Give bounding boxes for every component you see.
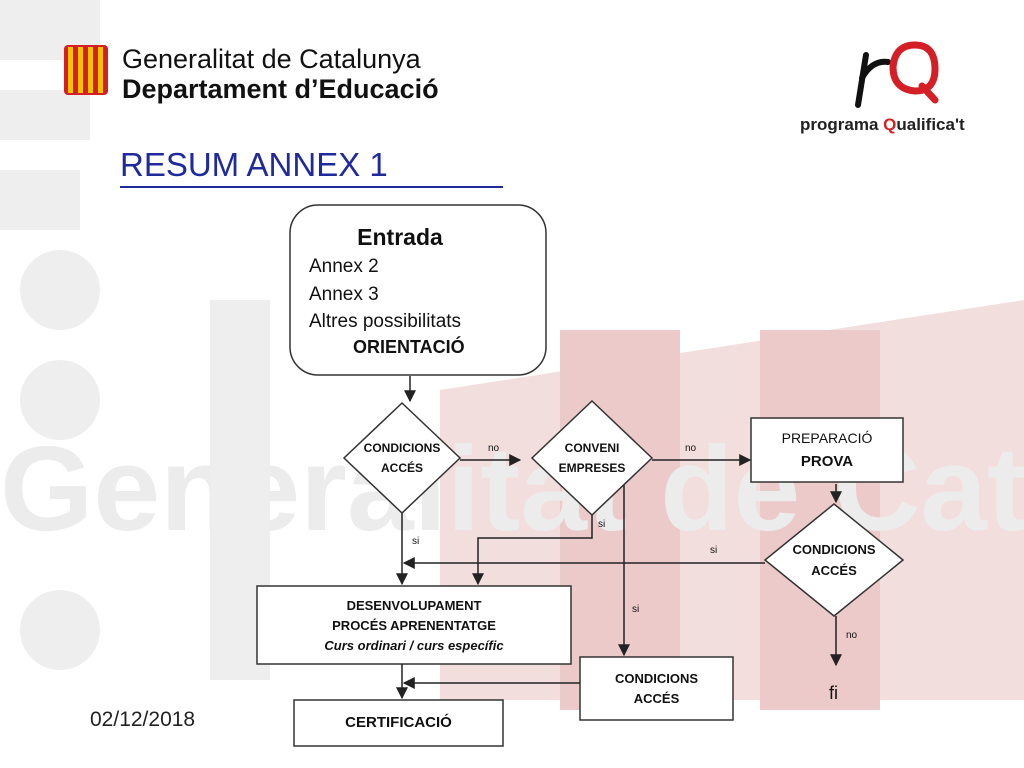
conveni-empreses-diamond xyxy=(530,399,654,517)
slide-date: 02/12/2018 xyxy=(90,708,196,731)
program-logo-mark: rQ xyxy=(0,0,1,1)
entrada-box xyxy=(289,204,547,376)
condicions-2-line1: CONDICIONS xyxy=(792,542,876,557)
edge-label-c2-down: no xyxy=(846,630,858,641)
conveni-line2: EMPRESES xyxy=(558,461,626,475)
conveni-line1: CONVENI xyxy=(564,441,620,455)
entrada-title: Entrada xyxy=(357,224,443,250)
entrada-line-1: Annex 2 xyxy=(309,256,379,277)
desenvolupament-box xyxy=(256,585,572,665)
condicions-1-line1: CONDICIONS xyxy=(363,441,441,455)
condicions-acces-box xyxy=(579,656,734,721)
entrada-line-2: Annex 3 xyxy=(309,284,379,305)
preparacio-prova-box xyxy=(750,417,904,483)
department-name: Departament d’Educació xyxy=(122,74,439,104)
entrada-footer: ORIENTACIÓ xyxy=(353,337,465,357)
edge-label-conveni-prep: no xyxy=(685,443,697,454)
condicions-acces-diamond-1 xyxy=(342,401,462,515)
certificacio-box xyxy=(293,699,504,747)
slide-title: RESUM ANNEX 1 xyxy=(120,146,388,183)
entrada-line-3: Altres possibilitats xyxy=(309,311,462,332)
edge-conveni-desenvolupament xyxy=(472,515,593,586)
condicions-3-line2: ACCÉS xyxy=(633,691,680,706)
certificacio-label: CERTIFICACIÓ xyxy=(345,714,452,731)
desenvolupament-line2: PROCÉS APRENENTATGE xyxy=(332,618,496,633)
preparacio-line1: PREPARACIÓ xyxy=(781,430,873,446)
edge-label-c1-conveni: no xyxy=(488,443,500,454)
desenvolupament-line1: DESENVOLUPAMENT xyxy=(346,598,482,613)
catalonia-emblem-icon xyxy=(64,45,108,95)
condicions-2-line2: ACCÉS xyxy=(811,563,857,578)
qualificat-logo-icon xyxy=(855,41,939,108)
edge-label-conveni-down: si xyxy=(598,519,606,530)
program-name: programa Qualifica't xyxy=(800,115,965,134)
condicions-3-line1: CONDICIONS xyxy=(614,671,699,686)
org-name: Generalitat de Catalunya xyxy=(122,44,421,74)
edge-label-c1-down: si xyxy=(412,536,420,547)
desenvolupament-line3: Curs ordinari / curs específic xyxy=(324,638,504,653)
condicions-1-line2: ACCÉS xyxy=(380,461,423,475)
edge-label-conveni-right: si xyxy=(632,604,640,615)
title-underline xyxy=(120,186,503,188)
preparacio-line2: PROVA xyxy=(800,453,854,470)
condicions-acces-diamond-2 xyxy=(763,503,905,617)
edge-label-c2-left: si xyxy=(710,545,718,556)
fi-label: fi xyxy=(829,683,838,703)
